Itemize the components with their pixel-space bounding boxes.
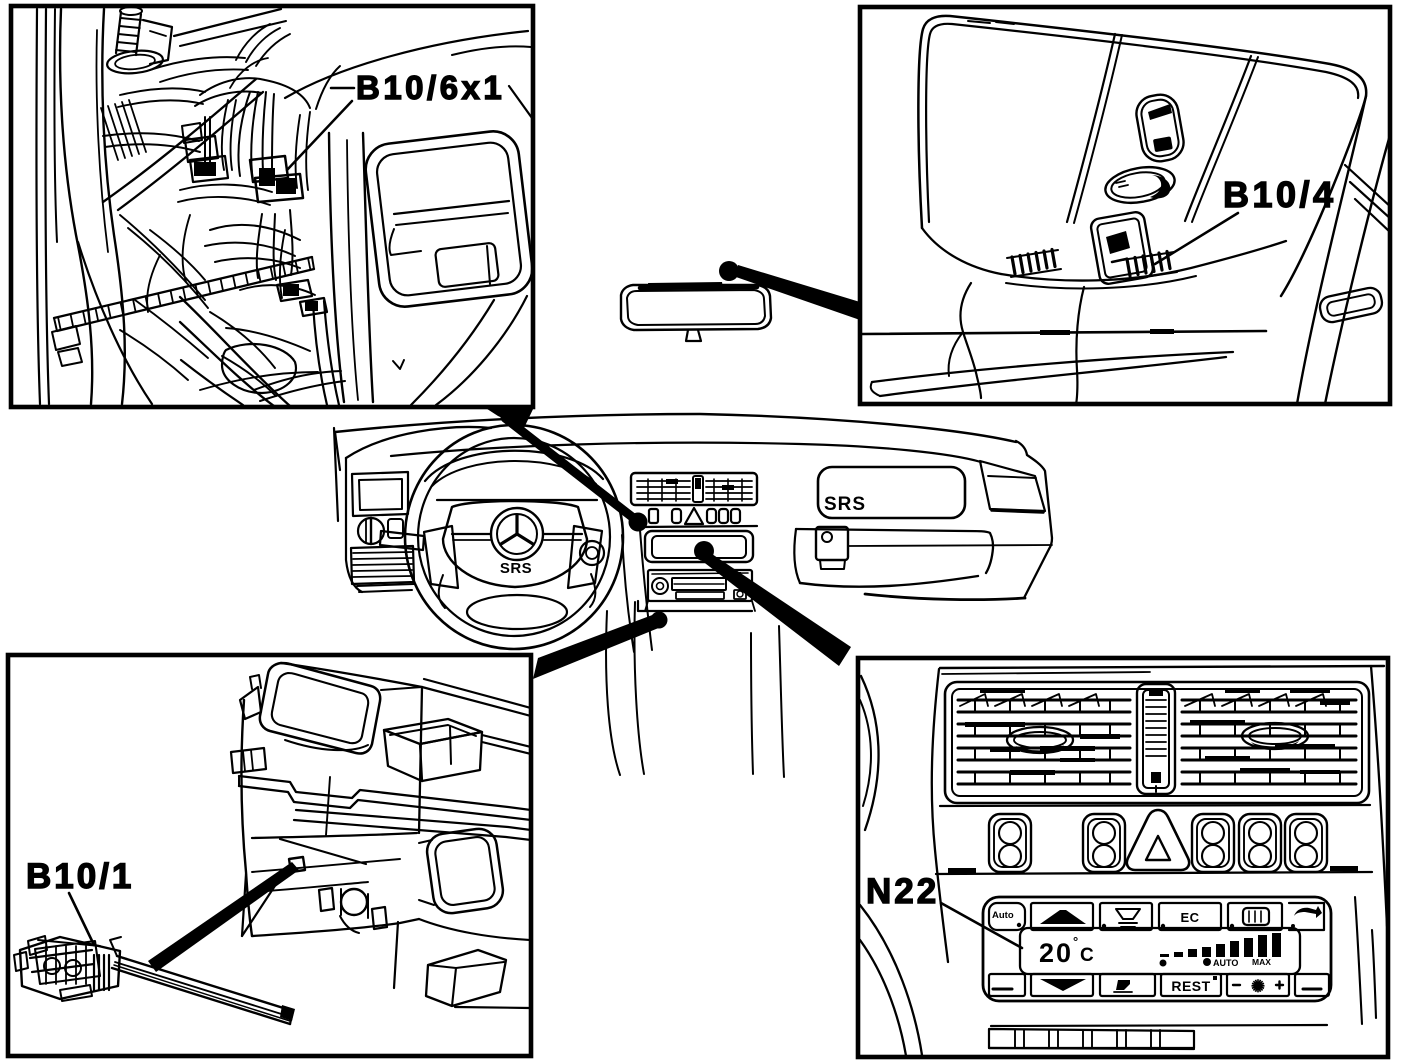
svg-text:REST: REST [1171, 978, 1210, 994]
svg-text:C: C [1080, 945, 1094, 966]
svg-text:✺: ✺ [1251, 977, 1265, 996]
svg-text:°: ° [1073, 934, 1078, 949]
svg-text:SRS: SRS [500, 560, 532, 577]
svg-text:B10/1: B10/1 [26, 857, 134, 896]
svg-text:N22: N22 [866, 872, 939, 911]
svg-text:AUTO: AUTO [1213, 958, 1238, 968]
svg-text:Auto: Auto [992, 910, 1014, 921]
svg-text:B10/6x1: B10/6x1 [356, 69, 505, 106]
svg-text:SRS: SRS [824, 494, 866, 515]
svg-text:MAX: MAX [1252, 957, 1271, 967]
svg-text:B10/4: B10/4 [1223, 174, 1337, 215]
svg-text:EC: EC [1180, 910, 1199, 925]
svg-text:20: 20 [1039, 938, 1073, 968]
